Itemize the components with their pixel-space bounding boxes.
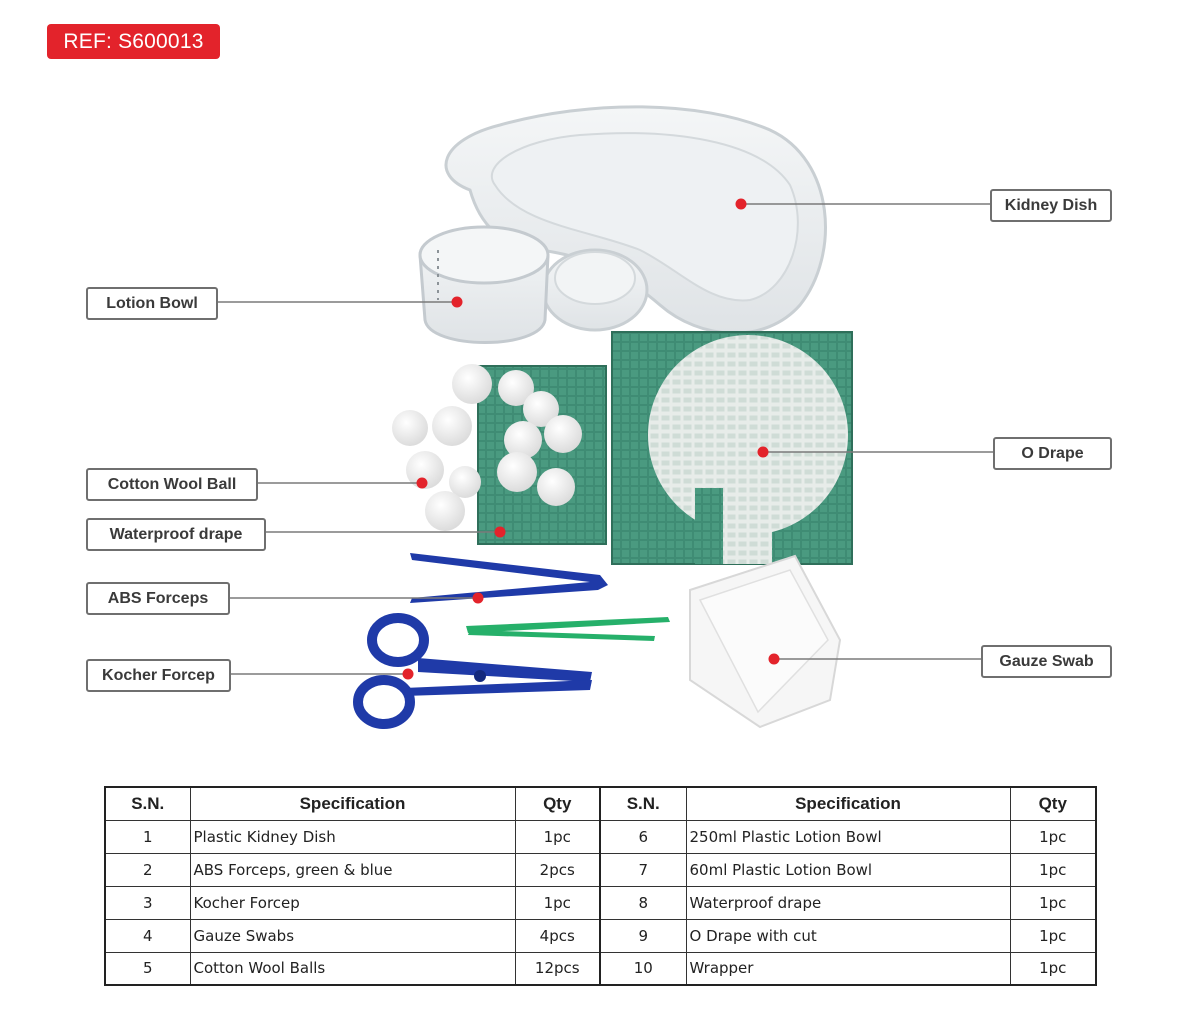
callout-o-drape: O Drape xyxy=(993,437,1112,470)
cell-sn: 7 xyxy=(599,852,687,887)
cell-sn: 5 xyxy=(104,951,191,986)
ref-badge: REF: S600013 xyxy=(47,24,220,59)
cell-qty: 1pc xyxy=(1009,918,1097,953)
header-specification: Specification xyxy=(189,786,516,821)
header-sn: S.N. xyxy=(599,786,687,821)
cell-sn: 8 xyxy=(599,885,687,920)
cell-qty: 1pc xyxy=(1009,819,1097,854)
table-row: 4 Gauze Swabs 4pcs 9 O Drape with cut 1p… xyxy=(104,918,1097,953)
cell-qty: 12pcs xyxy=(514,951,601,986)
callout-cotton-wool-ball: Cotton Wool Ball xyxy=(86,468,258,501)
cell-qty: 1pc xyxy=(514,885,601,920)
header-qty: Qty xyxy=(514,786,601,821)
cell-specification: Waterproof drape xyxy=(685,885,1011,920)
cell-qty: 1pc xyxy=(1009,885,1097,920)
lotion-bowl-image xyxy=(418,225,649,344)
callout-kidney-dish: Kidney Dish xyxy=(990,189,1112,222)
kocher-forcep-image xyxy=(353,613,592,729)
table-row: 3 Kocher Forcep 1pc 8 Waterproof drape 1… xyxy=(104,885,1097,920)
cell-sn: 2 xyxy=(104,852,191,887)
cell-qty: 2pcs xyxy=(514,852,601,887)
header-sn: S.N. xyxy=(104,786,191,821)
table-header-row: S.N. Specification Qty S.N. Specificatio… xyxy=(104,786,1097,821)
cell-qty: 1pc xyxy=(1009,951,1097,986)
header-specification: Specification xyxy=(685,786,1011,821)
cell-specification: Plastic Kidney Dish xyxy=(189,819,516,854)
cell-qty: 1pc xyxy=(1009,852,1097,887)
specification-table: S.N. Specification Qty S.N. Specificatio… xyxy=(104,786,1097,986)
callout-waterproof-drape: Waterproof drape xyxy=(86,518,266,551)
cell-specification: 60ml Plastic Lotion Bowl xyxy=(685,852,1011,887)
table-row: 2 ABS Forceps, green & blue 2pcs 7 60ml … xyxy=(104,852,1097,887)
callout-markers xyxy=(402,198,780,680)
abs-forceps-image xyxy=(410,553,670,641)
o-drape-image xyxy=(611,331,853,565)
callout-lines xyxy=(217,203,993,675)
cell-qty: 4pcs xyxy=(514,918,601,953)
kidney-dish-image xyxy=(444,105,827,335)
cell-sn: 1 xyxy=(104,819,191,854)
cell-specification: ABS Forceps, green & blue xyxy=(189,852,516,887)
callout-abs-forceps: ABS Forceps xyxy=(86,582,230,615)
cell-sn: 10 xyxy=(599,951,687,986)
cell-specification: Kocher Forcep xyxy=(189,885,516,920)
cell-specification: Gauze Swabs xyxy=(189,918,516,953)
callout-gauze-swab: Gauze Swab xyxy=(981,645,1112,678)
callout-lotion-bowl: Lotion Bowl xyxy=(86,287,218,320)
cell-qty: 1pc xyxy=(514,819,601,854)
table-row: 1 Plastic Kidney Dish 1pc 6 250ml Plasti… xyxy=(104,819,1097,854)
cell-sn: 4 xyxy=(104,918,191,953)
cell-sn: 9 xyxy=(599,918,687,953)
cell-specification: O Drape with cut xyxy=(685,918,1011,953)
product-photo xyxy=(217,105,993,729)
cotton-balls-image xyxy=(392,364,582,531)
gauze-swab-image xyxy=(689,554,842,729)
header-qty: Qty xyxy=(1009,786,1097,821)
cell-specification: Wrapper xyxy=(685,951,1011,986)
callout-kocher-forcep: Kocher Forcep xyxy=(86,659,231,692)
cell-specification: Cotton Wool Balls xyxy=(189,951,516,986)
cell-sn: 3 xyxy=(104,885,191,920)
table-row: 5 Cotton Wool Balls 12pcs 10 Wrapper 1pc xyxy=(104,951,1097,986)
cell-specification: 250ml Plastic Lotion Bowl xyxy=(685,819,1011,854)
cell-sn: 6 xyxy=(599,819,687,854)
